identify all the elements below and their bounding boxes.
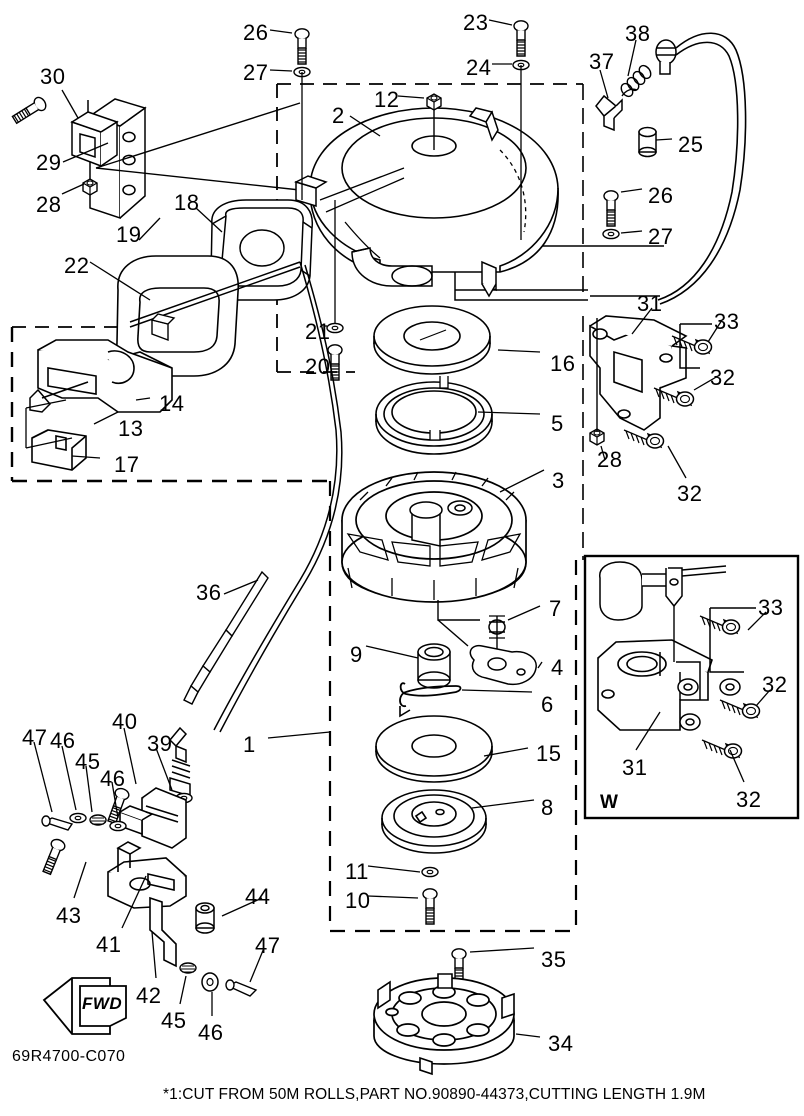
- callout-28: 28: [36, 192, 62, 217]
- callout-46-third: 46: [198, 1020, 224, 1045]
- callout-34: 34: [548, 1031, 574, 1056]
- fwd-direction-label: FWD: [82, 994, 123, 1013]
- callout-33-inset: 33: [758, 595, 784, 620]
- callout-4: 4: [551, 655, 564, 680]
- callout-13: 13: [118, 416, 144, 441]
- callout-31-inset: 31: [622, 755, 648, 780]
- callout-28-right: 28: [597, 447, 623, 472]
- callout-25: 25: [678, 132, 704, 157]
- callout-14: 14: [159, 391, 185, 416]
- callout-29: 29: [36, 150, 62, 175]
- callout-27: 27: [243, 60, 269, 85]
- callout-30: 30: [40, 64, 66, 89]
- callout-45: 45: [75, 749, 101, 774]
- callout-24: 24: [466, 55, 492, 80]
- callout-44: 44: [245, 884, 271, 909]
- callout-42: 42: [136, 983, 162, 1008]
- callout-32-lower: 32: [677, 481, 703, 506]
- callout-36: 36: [196, 580, 222, 605]
- callout-32-inset-upper: 32: [762, 672, 788, 697]
- callout-22: 22: [64, 253, 90, 278]
- callout-41: 41: [96, 932, 122, 957]
- callout-12: 12: [374, 87, 400, 112]
- callout-5: 5: [551, 411, 564, 436]
- callout-47: 47: [22, 725, 48, 750]
- callout-46-second: 46: [100, 766, 126, 791]
- callout-43: 43: [56, 903, 82, 928]
- callout-26-right: 26: [648, 183, 674, 208]
- callout-23: 23: [463, 10, 489, 35]
- callout-33: 33: [714, 309, 740, 334]
- callout-9: 9: [350, 642, 363, 667]
- diagram-code: 69R4700-C070: [12, 1048, 126, 1065]
- callout-37: 37: [589, 49, 615, 74]
- inset-panel-label: W: [600, 792, 618, 813]
- callout-16: 16: [550, 351, 576, 376]
- callout-8: 8: [541, 795, 554, 820]
- callout-20: 20: [305, 354, 331, 379]
- callout-7: 7: [549, 596, 562, 621]
- callout-40: 40: [112, 709, 138, 734]
- callout-3: 3: [552, 468, 565, 493]
- callout-18: 18: [174, 190, 200, 215]
- callout-19: 19: [116, 222, 142, 247]
- callout-10: 10: [345, 888, 371, 913]
- callout-31: 31: [637, 291, 663, 316]
- callout-21: 21: [305, 319, 331, 344]
- callout-32-inset-lower: 32: [736, 787, 762, 812]
- callout-1: 1: [243, 732, 256, 757]
- callout-2: 2: [332, 103, 345, 128]
- diagram-footnote: *1:CUT FROM 50M ROLLS,PART NO.90890-4437…: [163, 1086, 706, 1103]
- callout-15: 15: [536, 741, 562, 766]
- callout-11: 11: [345, 859, 369, 884]
- callout-26: 26: [243, 20, 269, 45]
- callout-6: 6: [541, 692, 554, 717]
- callout-46: 46: [50, 728, 76, 753]
- callout-35: 35: [541, 947, 567, 972]
- callout-39: 39: [147, 731, 173, 756]
- callout-38: 38: [625, 21, 651, 46]
- callout-47-second: 47: [255, 933, 281, 958]
- callout-17: 17: [114, 452, 140, 477]
- callout-45-second: 45: [161, 1008, 187, 1033]
- callout-27-right: 27: [648, 224, 674, 249]
- callout-32: 32: [710, 365, 736, 390]
